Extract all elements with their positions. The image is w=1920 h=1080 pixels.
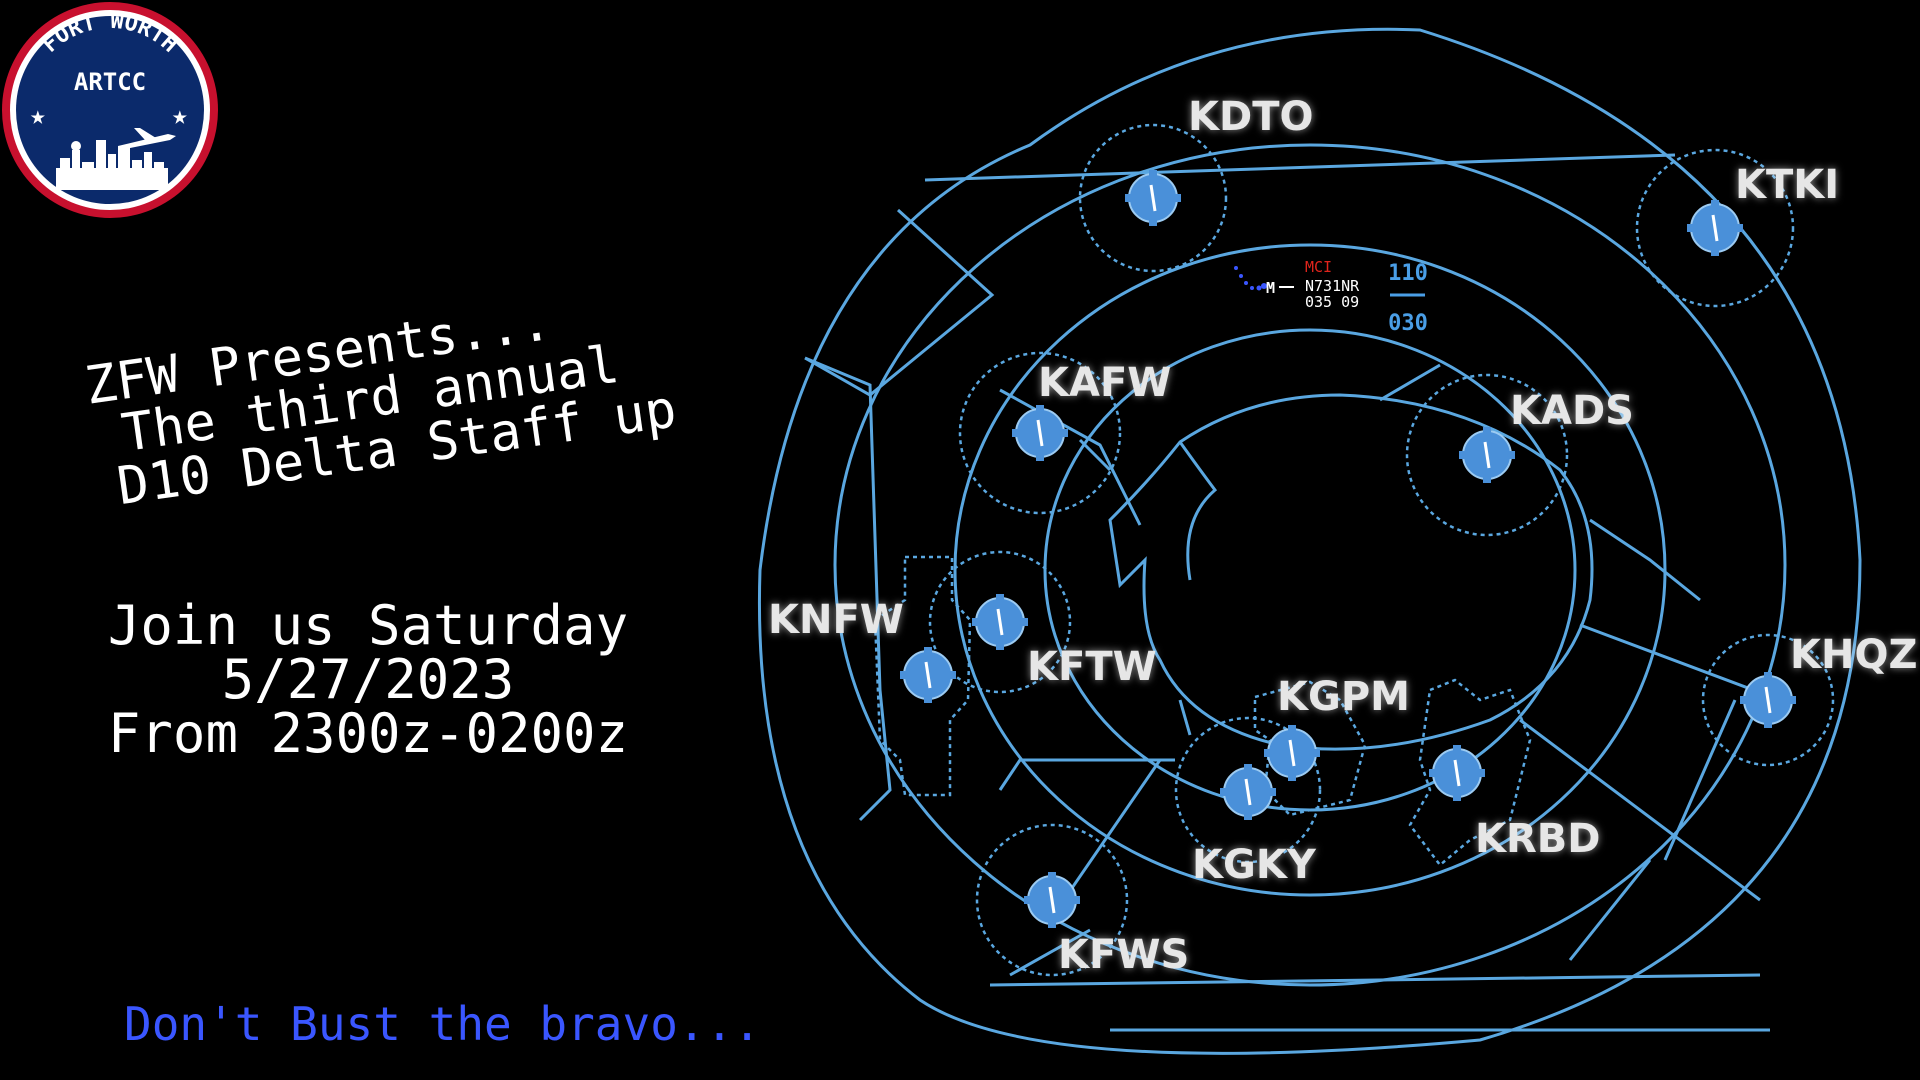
label-knfw: KNFW (768, 597, 904, 643)
chord-top (924, 153, 1676, 182)
label-kgpm: KGPM (1277, 674, 1410, 720)
label-kafw: KAFW (1038, 360, 1171, 406)
east-line-1 (1589, 518, 1701, 602)
footer-tagline: Don't Bust the bravo... (124, 997, 761, 1051)
label-ktki: KTKI (1735, 162, 1839, 208)
airplane-icon (118, 128, 176, 150)
southwest-line (998, 758, 1175, 791)
southeast-line (1568, 859, 1652, 961)
inner-notch (1178, 441, 1218, 581)
west-line-1 (999, 388, 1142, 526)
kdto-ring (1078, 123, 1228, 273)
radar-datablock: M MCI N731NR 035 09 110 030 (1234, 258, 1428, 336)
west-sector-b (804, 356, 892, 822)
label-kfws: KFWS (1058, 932, 1189, 978)
airport-labels: KDTO KTKI KAFW KADS KNFW KFTW KGPM KHQZ … (768, 94, 1917, 978)
kftw-ring (928, 550, 1072, 694)
east-tick (1379, 363, 1441, 402)
skyline-icon (56, 140, 168, 190)
event-time: From 2300z-0200z (108, 702, 628, 765)
star-icon: ★ (30, 101, 46, 131)
chord-bottom (989, 973, 1761, 987)
kads-ring (1405, 373, 1569, 537)
ring-3 (953, 243, 1667, 897)
kgky-ring (1174, 716, 1322, 864)
south-tick (1178, 699, 1192, 736)
datablock-callsign: N731NR (1305, 277, 1360, 295)
inner-core (1108, 393, 1594, 751)
target-position-symbol: M (1266, 279, 1275, 297)
east-line-3 (1519, 718, 1761, 902)
kgpm-area (1253, 680, 1367, 817)
label-kdto: KDTO (1188, 94, 1314, 140)
kfws-ring (975, 823, 1129, 977)
kafw-ring (958, 351, 1122, 515)
history-trail (1234, 266, 1267, 291)
label-kads: KADS (1510, 388, 1634, 434)
airspace-map (757, 27, 1862, 1055)
label-khqz: KHQZ (1790, 632, 1917, 678)
label-kgky: KGKY (1192, 842, 1317, 888)
altitude-upper-limit: 110 (1388, 261, 1428, 286)
knfw-area (873, 555, 972, 797)
datablock-destination: MCI (1305, 258, 1332, 276)
west-line-2 (1078, 438, 1112, 472)
khqz-ring (1701, 633, 1835, 767)
logo-bottom-text: ARTCC (74, 68, 146, 96)
fort-worth-artcc-logo: FORT WORTH ARTCC ★ ★ (2, 2, 218, 218)
event-details: Join us Saturday 5/27/2023 From 2300z-02… (108, 594, 628, 765)
airport-rings (873, 123, 1835, 977)
label-kftw: KFTW (1027, 644, 1157, 690)
ktki-ring (1635, 148, 1795, 308)
altitude-lower-limit: 030 (1388, 311, 1428, 336)
ring-2 (833, 143, 1787, 987)
east-line-4 (1663, 699, 1737, 861)
outer-boundary (757, 27, 1862, 1055)
west-sector-a (804, 208, 995, 397)
krbd-area (1408, 678, 1532, 867)
datablock-altitude-speed: 035 09 (1305, 293, 1359, 311)
event-date: 5/27/2023 (222, 648, 515, 711)
label-krbd: KRBD (1475, 816, 1601, 862)
star-icon: ★ (172, 101, 188, 131)
southwest-line-2 (1009, 928, 1091, 977)
event-day: Join us Saturday (108, 594, 628, 657)
